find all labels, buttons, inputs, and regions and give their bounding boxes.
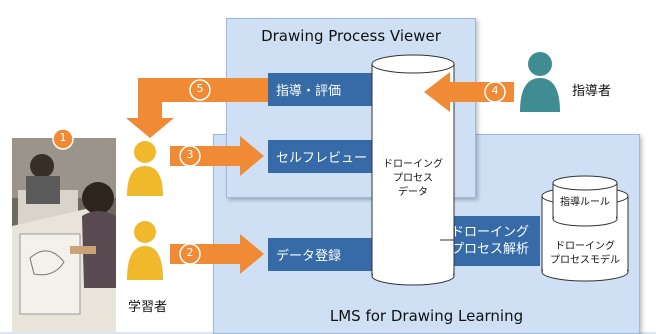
model-line2: プロセスモデル xyxy=(550,255,620,266)
self-review-box: セルフレビュー xyxy=(268,140,374,173)
self-review-label: セルフレビュー xyxy=(276,151,368,166)
step-2-circle xyxy=(179,243,201,265)
rules-label: 指導ルール xyxy=(560,197,610,208)
step-3-number: 3 xyxy=(186,148,194,161)
database-label: ドローイング プロセス データ xyxy=(378,158,448,200)
viewer-title: Drawing Process Viewer xyxy=(261,27,441,45)
step-4-circle xyxy=(484,81,506,103)
step-1-number: 1 xyxy=(59,131,67,144)
teacher-label: 指導者 xyxy=(572,84,612,99)
process-analysis-line1: ドローイング xyxy=(450,225,529,240)
knowledge-cylinder xyxy=(541,175,629,282)
model-line1: ドローイング xyxy=(555,241,615,252)
step-5-number: 5 xyxy=(196,82,204,95)
learner-person-icon-2 xyxy=(127,221,163,280)
database-line3: データ xyxy=(398,187,428,198)
step-5-arrow xyxy=(126,78,268,138)
data-register-label: データ登録 xyxy=(276,249,342,264)
guidance-label: 指導・評価 xyxy=(276,84,342,99)
step-4-number: 4 xyxy=(491,84,499,97)
process-analysis-line2: プロセス解析 xyxy=(450,242,529,257)
step-circles xyxy=(52,79,506,265)
lms-title: LMS for Drawing Learning xyxy=(329,307,524,325)
guidance-box: 指導・評価 xyxy=(268,73,374,106)
step-2-number: 2 xyxy=(186,246,194,259)
database-line2: プロセス xyxy=(393,173,433,184)
model-label: ドローイング プロセスモデル xyxy=(543,240,627,268)
teacher-person-icon xyxy=(520,52,560,112)
learner-label: 学習者 xyxy=(128,300,168,315)
step-5-circle xyxy=(189,79,211,101)
process-analysis-box: ドローイング プロセス解析 xyxy=(440,216,540,266)
step-1-circle xyxy=(52,128,74,150)
data-register-box: データ登録 xyxy=(268,238,374,271)
database-line1: ドローイング xyxy=(383,159,443,170)
learner-drawing-photo xyxy=(12,138,116,332)
step-3-circle xyxy=(179,145,201,167)
learner-person-icon xyxy=(127,141,163,196)
